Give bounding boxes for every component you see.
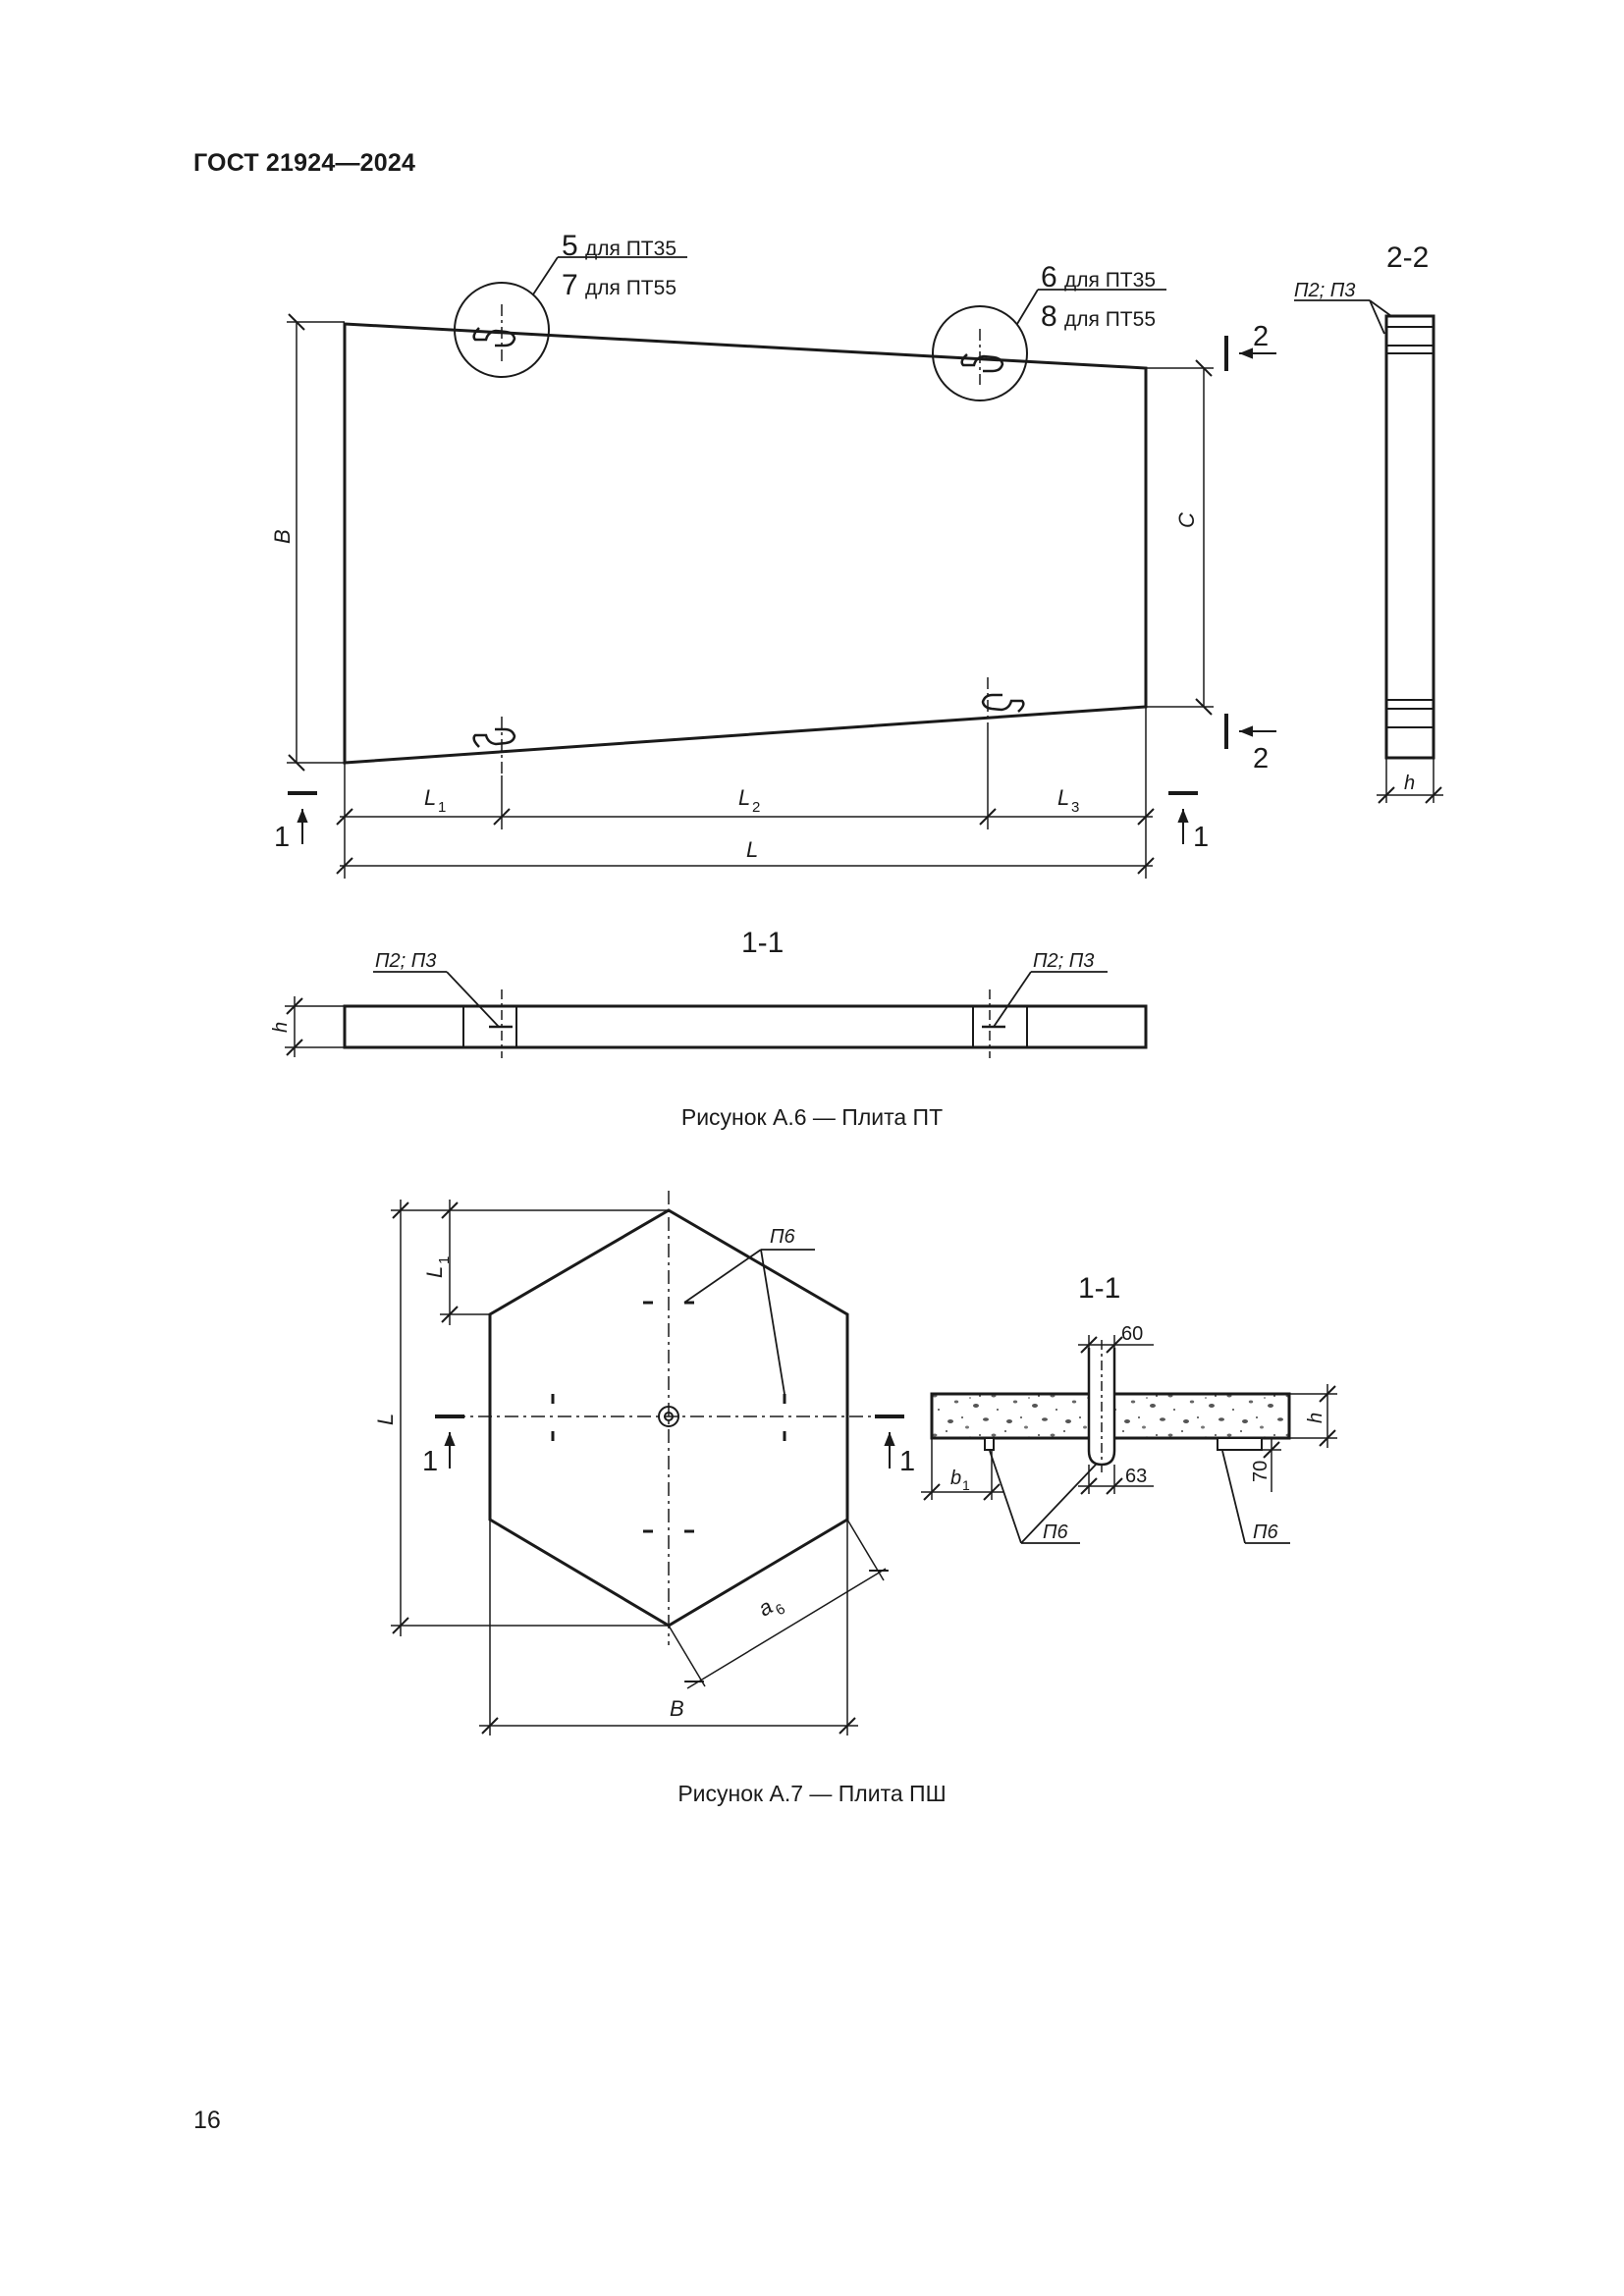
svg-text:L: L xyxy=(1057,785,1069,810)
svg-text:2: 2 xyxy=(752,799,760,816)
section-2-2-h: h xyxy=(1404,773,1415,794)
figure-a7-dim-b1: b 1 xyxy=(950,1468,970,1493)
section-2-marker-bottom: 2 xyxy=(1253,743,1269,774)
section-2-2-view xyxy=(1294,299,1443,804)
dim-B-label: B xyxy=(270,529,295,544)
section-2-marker-top: 2 xyxy=(1253,321,1269,352)
page-number: 16 xyxy=(193,2107,221,2134)
svg-text:для ПТ55: для ПТ55 xyxy=(585,277,677,299)
figure-a7-dim-L1: L 1 xyxy=(422,1256,453,1278)
svg-text:7: 7 xyxy=(562,269,578,301)
svg-text:3: 3 xyxy=(1071,799,1079,816)
section-2-2-title: 2-2 xyxy=(1386,241,1429,274)
figure-a6-caption: Рисунок А.6 — Плита ПТ xyxy=(680,1104,944,1130)
svg-text:6: 6 xyxy=(1041,261,1057,294)
dim-L2-label: L 2 xyxy=(738,785,760,816)
dim-L3-label: L 3 xyxy=(1057,785,1079,816)
section-1-marker-left: 1 xyxy=(274,822,290,853)
figure-a7-dim-63: 63 xyxy=(1125,1466,1147,1487)
dim-C-label: C xyxy=(1174,512,1199,528)
figure-a7-section-view xyxy=(921,1335,1337,1544)
figure-a7-p6-label: П6 xyxy=(770,1226,795,1248)
figure-a7-dim-a6: a 6 xyxy=(754,1594,788,1622)
figure-a7-dim-60: 60 xyxy=(1121,1323,1143,1345)
figure-a7-dim-B: B xyxy=(670,1696,684,1721)
figure-a6-callout-top-left: 5 для ПТ35 7 для ПТ55 xyxy=(562,230,677,301)
figure-a7-dim-70: 70 xyxy=(1250,1461,1272,1482)
svg-text:L: L xyxy=(738,785,750,810)
svg-text:6: 6 xyxy=(773,1601,788,1620)
svg-text:для ПТ35: для ПТ35 xyxy=(1064,269,1156,292)
figure-a7-section-marker-right: 1 xyxy=(899,1446,915,1477)
svg-text:1: 1 xyxy=(436,1256,453,1264)
figure-a6-plan xyxy=(287,256,1276,879)
svg-text:b: b xyxy=(950,1468,961,1489)
figure-a7-section-marker-left: 1 xyxy=(422,1446,438,1477)
figure-a7-section-p6-right: П6 xyxy=(1253,1522,1278,1543)
svg-text:1: 1 xyxy=(438,799,446,816)
section-1-1-title: 1-1 xyxy=(741,927,784,959)
figure-a7-caption: Рисунок А.7 — Плита ПШ xyxy=(677,1781,947,1806)
section-2-2-label: П2; П3 xyxy=(1294,280,1355,301)
document-header: ГОСТ 21924—2024 xyxy=(193,149,416,177)
section-1-1-view xyxy=(285,971,1148,1058)
figure-a7-section-title: 1-1 xyxy=(1078,1272,1120,1305)
section-1-1-label-right: П2; П3 xyxy=(1033,950,1094,972)
figure-a7-dim-h: h xyxy=(1305,1413,1326,1423)
dim-L1-label: L 1 xyxy=(424,785,446,816)
section-1-1-label-left: П2; П3 xyxy=(375,950,436,972)
figure-a7-dim-L: L xyxy=(373,1414,398,1425)
svg-text:для ПТ35: для ПТ35 xyxy=(585,238,677,260)
svg-text:5: 5 xyxy=(562,230,578,262)
figure-a7-section-p6-left: П6 xyxy=(1043,1522,1068,1543)
svg-text:1: 1 xyxy=(962,1477,970,1493)
figure-a6-callout-top-right: 6 для ПТ35 8 для ПТ55 xyxy=(1041,261,1156,333)
svg-text:L: L xyxy=(422,1266,447,1278)
dim-L-label: L xyxy=(746,837,758,862)
svg-text:для ПТ55: для ПТ55 xyxy=(1064,308,1156,331)
svg-text:L: L xyxy=(424,785,436,810)
section-1-1-h: h xyxy=(270,1022,292,1033)
section-1-marker-right: 1 xyxy=(1193,822,1209,853)
svg-text:8: 8 xyxy=(1041,300,1057,333)
figure-a7-plan xyxy=(391,1191,904,1735)
